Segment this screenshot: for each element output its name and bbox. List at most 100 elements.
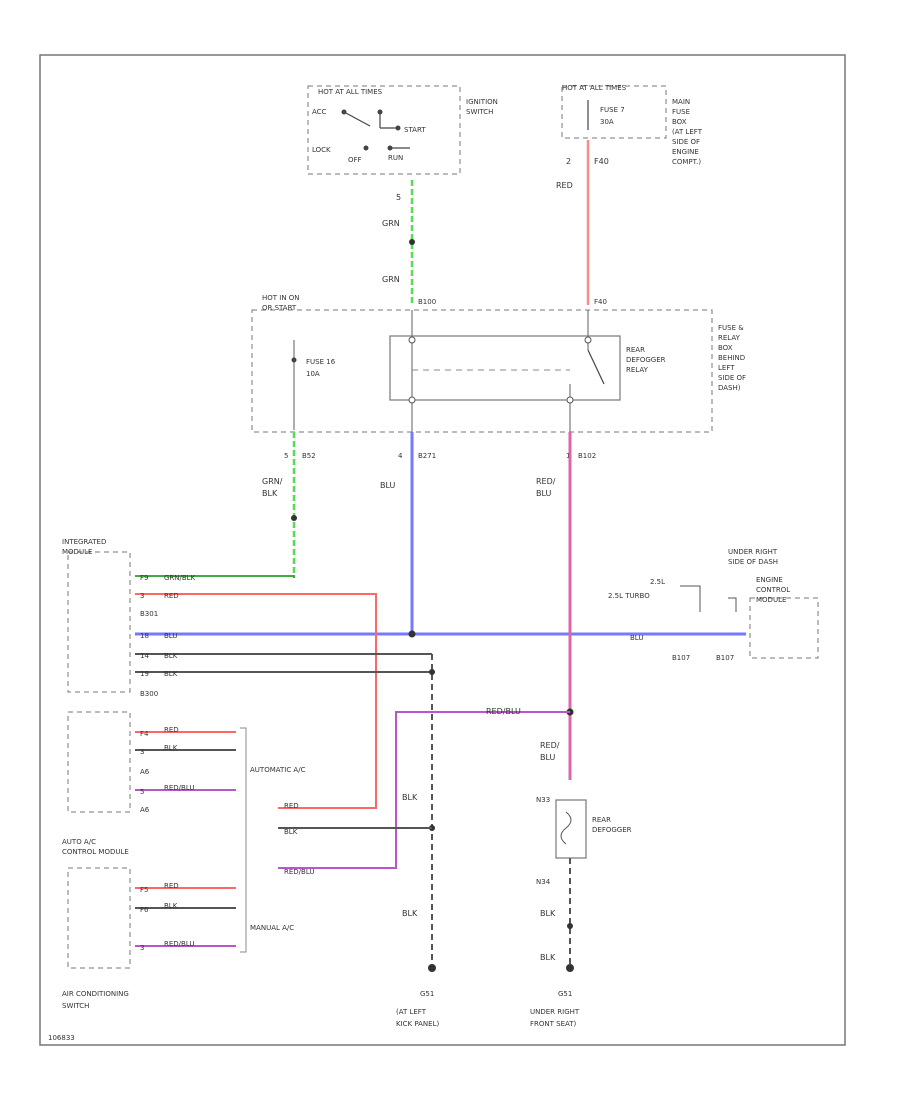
ac-switch-pin-2: F6 (140, 906, 149, 914)
relay-conn-right: F40 (594, 298, 607, 306)
main-fuse-box-line-2: FUSE (672, 108, 690, 116)
im-label-5: BLK (164, 670, 178, 678)
ignition-name-2: SWITCH (466, 108, 493, 116)
auto-ac-name-2: CONTROL MODULE (62, 848, 129, 856)
splice-blu (408, 630, 416, 638)
wire-blk-label-1: BLK (402, 793, 418, 802)
integrated-module-box (67, 551, 131, 693)
auto-ac-pin-3: A6 (140, 768, 150, 776)
relay-contact-blade (587, 349, 605, 385)
defogger-relay (389, 335, 621, 401)
ac-switch-pin-3: 3 (140, 944, 144, 952)
ecm-box (749, 597, 819, 659)
ground-right-code: G51 (558, 990, 572, 998)
switch-blade (343, 111, 371, 127)
ecm-pin-2: B107 (716, 654, 734, 662)
ground-right-loc-2: FRONT SEAT) (530, 1020, 577, 1028)
main-fuse-box (561, 85, 667, 139)
wire-red-blu-label-4: BLU (540, 753, 556, 762)
ignition-start: START (404, 126, 426, 134)
bottom-2-pin: 4 (398, 452, 403, 460)
main-fuse-box-line-7: COMPT.) (672, 158, 701, 166)
auto-ac-name-1: AUTO A/C (62, 838, 96, 846)
wire-red-blu-label-2: BLU (536, 489, 552, 498)
wire-blk-label-3: BLK (540, 909, 556, 918)
wire-red-blu-label-1: RED/ (536, 477, 556, 486)
im-conn-top: B301 (140, 610, 158, 618)
relay-term-2 (408, 396, 416, 404)
main-fuse-box-line-6: ENGINE (672, 148, 699, 156)
wire-grn-blk-label-1: GRN/ (262, 477, 283, 486)
relay-hot-1: HOT IN ON (262, 294, 300, 302)
relay-fuse-node (291, 357, 297, 363)
main-fuse-name: FUSE 7 (600, 106, 625, 114)
im-pin-3: 18 (140, 632, 149, 640)
integrated-module-name-2: MODULE (62, 548, 92, 556)
relay-box-line-3: BOX (718, 344, 733, 352)
ac-switch-label-3: RED/BLU (164, 940, 195, 948)
ac-switch-label-2: BLK (164, 902, 178, 910)
auto-ac-label-3: RED/BLU (164, 784, 195, 792)
bottom-1: B52 (302, 452, 316, 460)
relay-name-1: REAR (626, 346, 645, 354)
relay-name-3: RELAY (626, 366, 649, 374)
wire-grn-blk-horizontal (135, 575, 295, 578)
relay-box-line-1: FUSE & (718, 324, 744, 332)
auto-ac-pin-1: F4 (140, 730, 149, 738)
ecm-name-2: CONTROL (756, 586, 790, 594)
ac-switch-label-1: RED (164, 882, 179, 890)
manual-ac-mode-label: MANUAL A/C (250, 924, 294, 932)
im-conn-bottom: B300 (140, 690, 158, 698)
bottom-2: B271 (418, 452, 436, 460)
wire-redblu-label: RED/BLU (486, 707, 521, 716)
relay-box-line-2: RELAY (718, 334, 741, 342)
defogger-name-2: DEFOGGER (592, 826, 632, 834)
defogger-bottom: N34 (536, 878, 551, 886)
ecm-name-1: ENGINE (756, 576, 783, 584)
diagram-frame (39, 54, 846, 1046)
bottom-3-pin: 1 (566, 452, 570, 460)
ignition-lock: LOCK (312, 146, 331, 154)
integrated-module-name-1: INTEGRATED (62, 538, 106, 546)
ecm-name-3: MODULE (756, 596, 786, 604)
ignition-name-1: IGNITION (466, 98, 498, 106)
ecm-location-1: UNDER RIGHT (728, 548, 778, 556)
im-pin-4: 14 (140, 652, 149, 660)
bottom-1-pin: 5 (284, 452, 288, 460)
ignition-switch-box (307, 85, 461, 175)
main-fuse-pin: F40 (594, 157, 609, 166)
ground-right-icon (566, 964, 574, 972)
auto-ac-pin-5: A6 (140, 806, 150, 814)
switch-contact-off (363, 145, 369, 151)
main-fuse-pin-num: 2 (566, 157, 571, 166)
ignition-hot-label: HOT AT ALL TIMES (318, 88, 383, 96)
ground-right-loc-1: UNDER RIGHT (530, 1008, 580, 1016)
relay-box-line-6: SIDE OF (718, 374, 746, 382)
ign-pin: 5 (396, 193, 401, 202)
ignition-run: RUN (388, 154, 403, 162)
rear-defogger-element (555, 799, 587, 859)
defogger-top: N33 (536, 796, 550, 804)
ground-left-code: G51 (420, 990, 434, 998)
ac-switch-name-2: SWITCH (62, 1002, 89, 1010)
relay-box (251, 309, 713, 433)
auto-ac-mode-label: AUTOMATIC A/C (250, 766, 306, 774)
mid-label-blk: BLK (284, 828, 298, 836)
main-fuse-box-line-1: MAIN (672, 98, 690, 106)
relay-name-2: DEFOGGER (626, 356, 666, 364)
im-pin-1: F9 (140, 574, 148, 582)
ac-switch-box (67, 867, 131, 969)
wire-blk-label-4: BLK (540, 953, 556, 962)
ecm-pin-1: B107 (672, 654, 690, 662)
im-label-3: BLU (164, 632, 177, 640)
ecm-wire-label: BLU (630, 634, 643, 642)
wire-blu-label: BLU (380, 481, 396, 490)
defogger-grid-icon (560, 811, 572, 845)
wire-red-label-top: RED (556, 181, 573, 190)
relay-term-1 (408, 336, 416, 344)
relay-fuse-amp: 10A (306, 370, 320, 378)
ecm-engine-2: 2.5L TURBO (608, 592, 650, 600)
ground-left-loc-2: KICK PANEL) (396, 1020, 439, 1028)
ac-switch-pin-1: F5 (140, 886, 148, 894)
